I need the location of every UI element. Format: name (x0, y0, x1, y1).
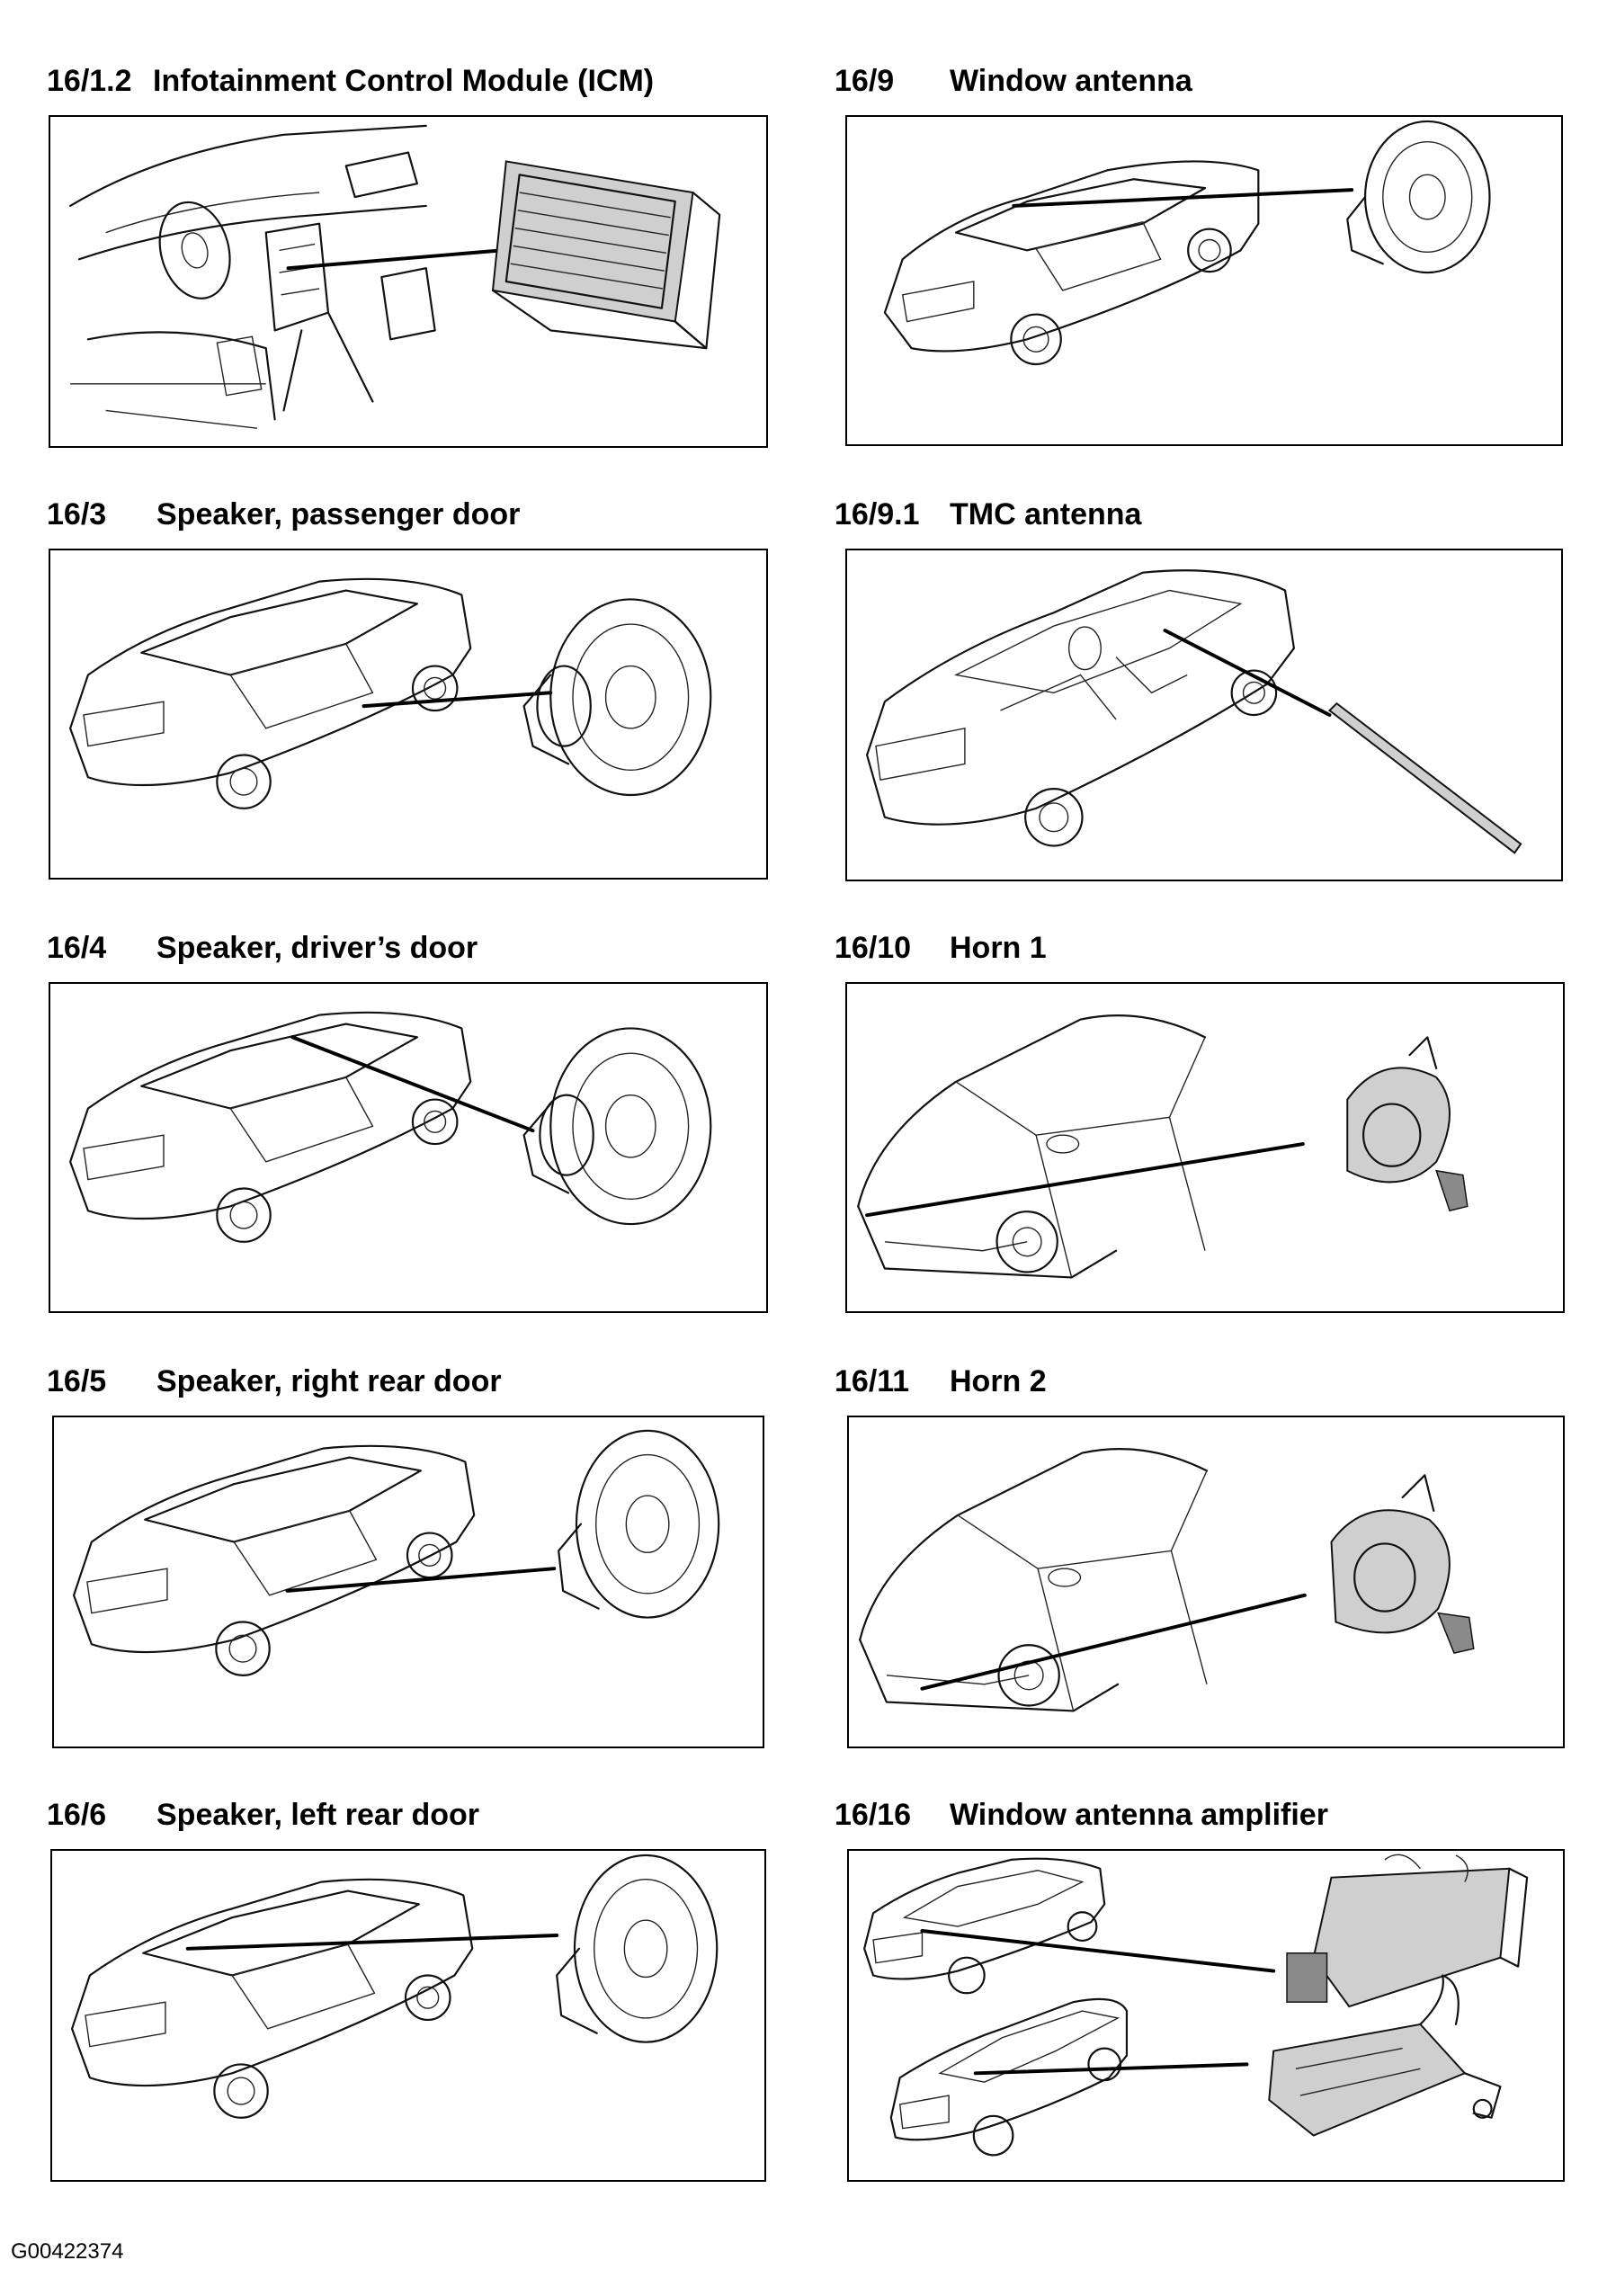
sedan-icon (69, 577, 472, 809)
component-code: 16/16 (835, 1798, 912, 1832)
sedan-icon (863, 1857, 1106, 1995)
horn-1-illustration (857, 1014, 1469, 1279)
illustration-frame (50, 1849, 766, 2182)
component-label: Horn 1 (950, 931, 1047, 965)
horn-icon (1346, 1036, 1469, 1212)
component-label: Horn 2 (950, 1364, 1047, 1398)
left-rear-door-speaker-illustration (70, 1854, 719, 2119)
component-label: TMC antenna (950, 497, 1142, 532)
component-code: 16/4 (47, 931, 107, 965)
horn-2-illustration (859, 1448, 1475, 1712)
icm-dashboard-illustration (69, 124, 721, 429)
speaker-icon (1346, 120, 1491, 274)
illustration-frame (49, 982, 768, 1313)
speaker-icon (522, 598, 712, 797)
illustration-frame (49, 115, 768, 448)
component-label: Window antenna amplifier (950, 1798, 1328, 1832)
driver-door-speaker-illustration (69, 1011, 712, 1243)
sedan-icon (70, 1878, 474, 2119)
component-code: 16/5 (47, 1364, 107, 1398)
illustration-frame (845, 549, 1563, 881)
component-code: 16/9.1 (835, 497, 920, 532)
component-label: Infotainment Control Module (ICM) (153, 64, 655, 98)
sedan-icon (883, 160, 1260, 366)
window-antenna-illustration (883, 120, 1491, 366)
figure-id: G00422374 (11, 2239, 124, 2264)
sedan-icon (72, 1444, 476, 1676)
component-label: Speaker, passenger door (156, 497, 521, 532)
wagon-icon (889, 1997, 1129, 2157)
component-label: Speaker, left rear door (156, 1798, 480, 1832)
component-code: 16/1.2 (47, 64, 132, 98)
sedan-icon (69, 1011, 472, 1243)
component-code: 16/10 (835, 931, 912, 965)
illustration-frame (845, 115, 1563, 446)
component-code: 16/3 (47, 497, 107, 532)
component-label: Speaker, right rear door (156, 1364, 502, 1398)
illustration-frame (847, 1849, 1565, 2182)
component-label: Speaker, driver’s door (156, 931, 478, 965)
sedan-interior-icon (866, 569, 1295, 847)
window-antenna-amplifier-illustration (863, 1854, 1529, 2157)
illustration-frame (52, 1416, 764, 1748)
amplifier-lower-icon (1268, 1974, 1502, 2137)
right-rear-door-speaker-illustration (72, 1429, 720, 1676)
illustration-frame (847, 1416, 1565, 1748)
antenna-strip-icon (1327, 701, 1522, 854)
speaker-icon (558, 1429, 720, 1619)
component-label: Window antenna (950, 64, 1192, 98)
car-front-icon (859, 1448, 1209, 1712)
illustration-frame (845, 982, 1565, 1313)
speaker-icon (556, 1854, 719, 2043)
passenger-door-speaker-illustration (69, 577, 712, 809)
component-code: 16/11 (835, 1364, 910, 1398)
illustration-frame (49, 549, 768, 880)
car-front-icon (857, 1014, 1207, 1279)
amplifier-upper-icon (1286, 1854, 1529, 2008)
tmc-antenna-illustration (866, 569, 1522, 854)
component-code: 16/6 (47, 1798, 107, 1832)
component-code: 16/9 (835, 64, 895, 98)
horn-icon (1330, 1474, 1475, 1654)
speaker-icon (522, 1027, 712, 1226)
